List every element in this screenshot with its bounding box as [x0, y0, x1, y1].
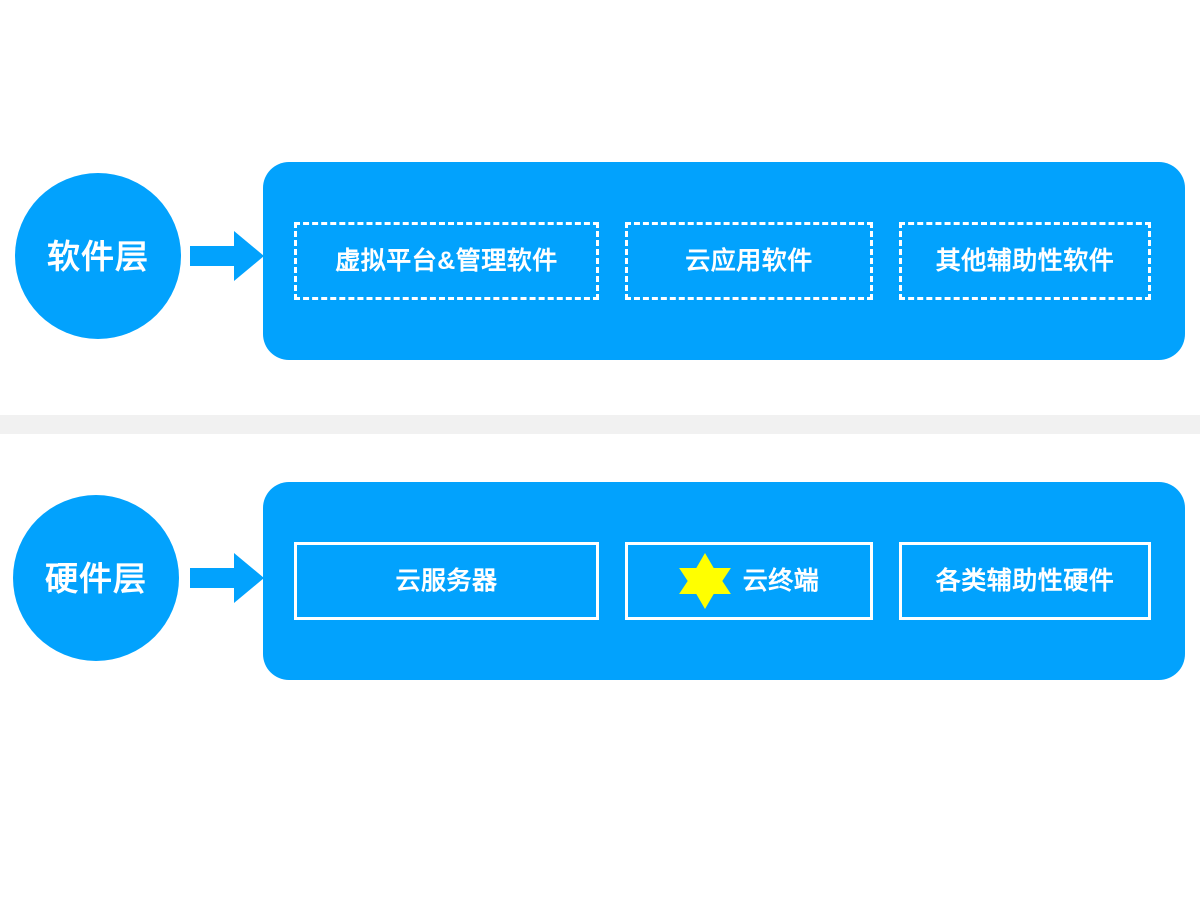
star-icon: [678, 553, 731, 609]
item-label: 其他辅助性软件: [935, 246, 1115, 275]
item-label: 云应用软件: [685, 246, 813, 275]
item-box-cloud-server[interactable]: 云服务器: [294, 542, 599, 620]
item-box-other-auxiliary-software[interactable]: 其他辅助性软件: [899, 222, 1151, 300]
layer-badge-label-hardware: 硬件层: [45, 559, 147, 597]
layer-row-software: 软件层 虚拟平台&管理软件 云应用软件 其他辅助性软件: [0, 0, 1200, 415]
item-box-virtual-platform-management-software[interactable]: 虚拟平台&管理软件: [294, 222, 599, 300]
layer-panel-items-hardware: 云服务器 云终端 各类辅助性硬件: [263, 542, 1151, 620]
item-label: 云服务器: [395, 566, 498, 595]
right-arrow-icon-software: [190, 229, 264, 283]
item-label: 虚拟平台&管理软件: [335, 246, 558, 275]
item-box-cloud-terminal[interactable]: 云终端: [625, 542, 873, 620]
right-arrow-icon-hardware: [190, 551, 264, 605]
layer-row-hardware: 硬件层 云服务器 云终端: [0, 434, 1200, 734]
layer-badge-hardware[interactable]: 硬件层: [13, 495, 179, 661]
item-label: 各类辅助性硬件: [935, 566, 1115, 595]
item-label: 云终端: [742, 566, 820, 595]
section-divider: [0, 415, 1200, 434]
layer-badge-label-software: 软件层: [47, 237, 149, 275]
layer-panel-software: 虚拟平台&管理软件 云应用软件 其他辅助性软件: [263, 162, 1185, 360]
layer-panel-hardware: 云服务器 云终端 各类辅助性硬件: [263, 482, 1185, 680]
layer-badge-software[interactable]: 软件层: [15, 173, 181, 339]
item-box-cloud-application-software[interactable]: 云应用软件: [625, 222, 873, 300]
layer-panel-items-software: 虚拟平台&管理软件 云应用软件 其他辅助性软件: [263, 222, 1151, 300]
item-box-various-auxiliary-hardware[interactable]: 各类辅助性硬件: [899, 542, 1151, 620]
